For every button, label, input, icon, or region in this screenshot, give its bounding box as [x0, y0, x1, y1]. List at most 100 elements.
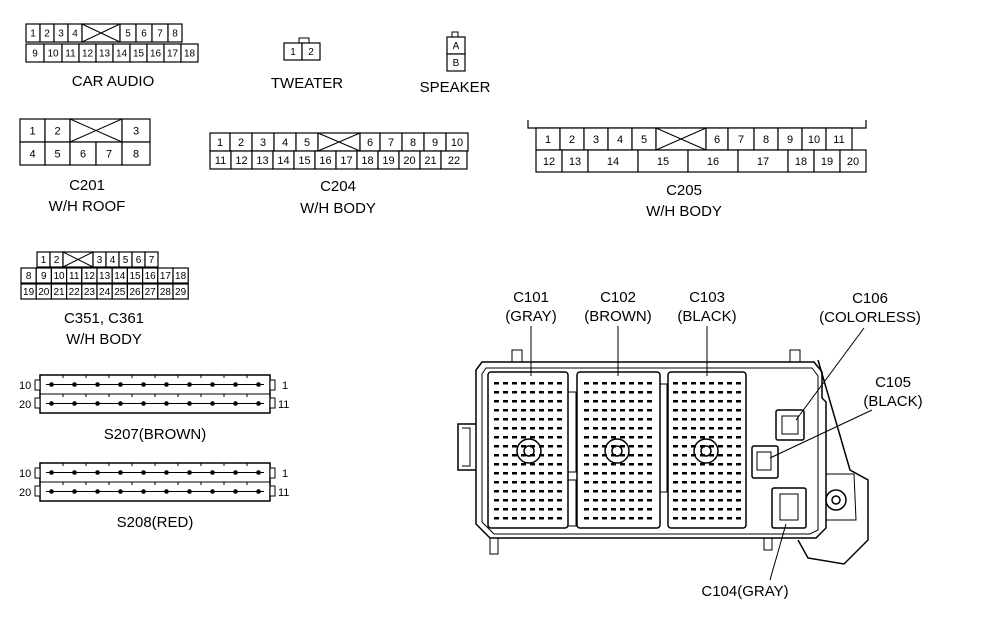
terminal-dot: [164, 382, 169, 387]
pin-number: 14: [607, 156, 619, 168]
fuse-terminal: [521, 418, 526, 421]
connector-cell: [121, 141, 151, 166]
fuse-terminal: [494, 463, 499, 466]
fuse-terminal: [503, 436, 508, 439]
fuse-terminal: [718, 436, 723, 439]
pin-number: 16: [319, 155, 331, 167]
fuse-terminal: [512, 382, 517, 385]
fuse-terminal: [647, 481, 652, 484]
fuse-terminal: [539, 436, 544, 439]
pin-number: 7: [106, 148, 112, 160]
fuse-terminal: [700, 472, 705, 475]
pin-number: 3: [97, 255, 103, 266]
fuse-terminal: [718, 517, 723, 520]
fuse-terminal: [557, 427, 562, 430]
fuse-terminal: [727, 454, 732, 457]
pin-number: 13: [569, 156, 581, 168]
fuse-terminal: [638, 490, 643, 493]
c104-connector: [771, 487, 807, 529]
c102-label: C102: [600, 289, 636, 306]
fuse-terminal: [629, 517, 634, 520]
s207-connector: [34, 374, 276, 414]
fuse-terminal: [727, 508, 732, 511]
fuse-terminal: [494, 418, 499, 421]
fuse-terminal: [503, 427, 508, 430]
pin-number: 16: [145, 271, 157, 282]
pin-number: 1: [290, 47, 296, 58]
pin-number: 4: [617, 134, 623, 146]
pin-number: 12: [235, 155, 247, 167]
fuse-terminal: [647, 508, 652, 511]
fuse-terminal: [691, 454, 696, 457]
splice-end-tab: [269, 485, 276, 497]
fuse-terminal: [512, 472, 517, 475]
fuse-terminal: [629, 454, 634, 457]
fuse-terminal: [700, 436, 705, 439]
fuse-terminal: [709, 391, 714, 394]
pin-number: 15: [133, 49, 145, 60]
fuse-terminal: [682, 400, 687, 403]
fuse-terminal: [673, 490, 678, 493]
pin-number: 22: [448, 155, 460, 167]
fuse-terminal: [620, 481, 625, 484]
fuse-terminal: [503, 499, 508, 502]
fuse-terminal: [718, 400, 723, 403]
fuse-terminal: [494, 409, 499, 412]
fuse-terminal: [673, 409, 678, 412]
fuse-terminal: [736, 391, 741, 394]
terminal-dot: [118, 401, 123, 406]
fuse-terminal: [700, 508, 705, 511]
fuse-terminal: [647, 454, 652, 457]
fuse-terminal: [503, 400, 508, 403]
fuse-terminal: [709, 463, 714, 466]
fuse-terminal: [494, 436, 499, 439]
connector-cell: [172, 283, 189, 300]
fuse-terminal: [521, 508, 526, 511]
pin-number: 6: [141, 29, 147, 40]
fuse-terminal: [557, 499, 562, 502]
s208-right-bottom: 11: [278, 487, 289, 499]
fuse-terminal: [494, 427, 499, 430]
fuse-terminal: [494, 508, 499, 511]
fuse-terminal: [593, 445, 598, 448]
fuse-terminal: [557, 490, 562, 493]
pin-number: 8: [172, 29, 178, 40]
fuse-terminal: [718, 445, 723, 448]
c204-sublabel: W/H BODY: [300, 200, 376, 217]
fuse-terminal: [512, 499, 517, 502]
fuse-terminal: [611, 508, 616, 511]
splice-end-tab: [269, 467, 276, 479]
fuse-terminal: [539, 472, 544, 475]
pin-number: 29: [175, 287, 187, 298]
fuse-terminal: [673, 445, 678, 448]
fuse-terminal: [700, 490, 705, 493]
pin-number: 22: [69, 287, 81, 298]
fuse-terminal: [530, 454, 535, 457]
fuse-terminal: [736, 508, 741, 511]
fuse-terminal: [584, 400, 589, 403]
fuse-terminal: [638, 436, 643, 439]
fuse-terminal: [557, 418, 562, 421]
fuse-terminal: [611, 481, 616, 484]
fuse-terminal: [682, 436, 687, 439]
pin-number: 18: [184, 49, 196, 60]
pin-number: 6: [714, 134, 720, 146]
fuse-terminal: [718, 463, 723, 466]
pin-number: 18: [795, 156, 807, 168]
fuse-terminal: [548, 418, 553, 421]
terminal-dot: [141, 382, 146, 387]
fuse-terminal: [539, 382, 544, 385]
fuse-terminal: [611, 499, 616, 502]
fuse-terminal: [557, 436, 562, 439]
pin-number: 1: [41, 255, 47, 266]
fuse-terminal: [494, 400, 499, 403]
fuse-terminal: [700, 517, 705, 520]
fuse-terminal: [673, 454, 678, 457]
pin-number: 10: [47, 49, 59, 60]
fuse-terminal: [530, 445, 535, 448]
fuse-terminal: [548, 508, 553, 511]
fuse-terminal: [503, 472, 508, 475]
tweater-latch: [298, 37, 310, 44]
pin-number: 16: [150, 49, 162, 60]
fuse-terminal: [691, 391, 696, 394]
